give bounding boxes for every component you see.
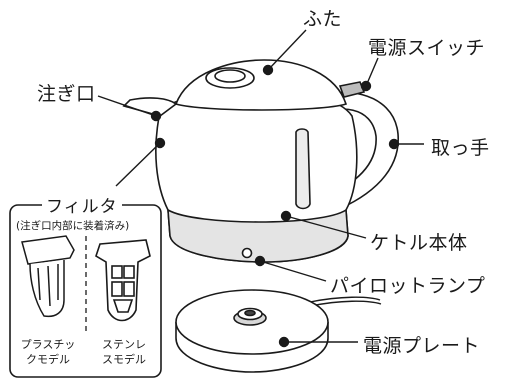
power-plate-label: 電源プレート (363, 335, 481, 357)
plastic-model-label: プラスチッ クモデル (14, 337, 82, 367)
lid-label: ふた (303, 8, 343, 30)
power-switch-label: 電源スイッチ (368, 37, 486, 59)
pilot-lamp-label: パイロットランプ (330, 275, 486, 297)
filter-box-drawing (9, 204, 162, 378)
plastic-model-line1: プラスチッ (20, 338, 76, 351)
stainless-model-label: ステンレ スモデル (90, 337, 158, 367)
filter-title: フィルタ (42, 192, 122, 217)
kettle-body-label: ケトル本体 (370, 232, 468, 254)
spout-label: 注ぎ口 (37, 83, 96, 105)
power-plate-drawing (175, 289, 382, 373)
leader-lines (97, 29, 424, 348)
plastic-model-line2: クモデル (26, 353, 70, 366)
kettle-body-drawing (122, 59, 399, 263)
filter-note: (注ぎ口内部に装着済み) (16, 220, 130, 232)
stainless-model-line2: スモデル (102, 353, 146, 366)
stainless-model-line1: ステンレ (102, 338, 146, 351)
plastic-filter-icon (21, 235, 75, 318)
stainless-filter-icon (95, 239, 151, 322)
handle-label: 取っ手 (431, 137, 490, 159)
